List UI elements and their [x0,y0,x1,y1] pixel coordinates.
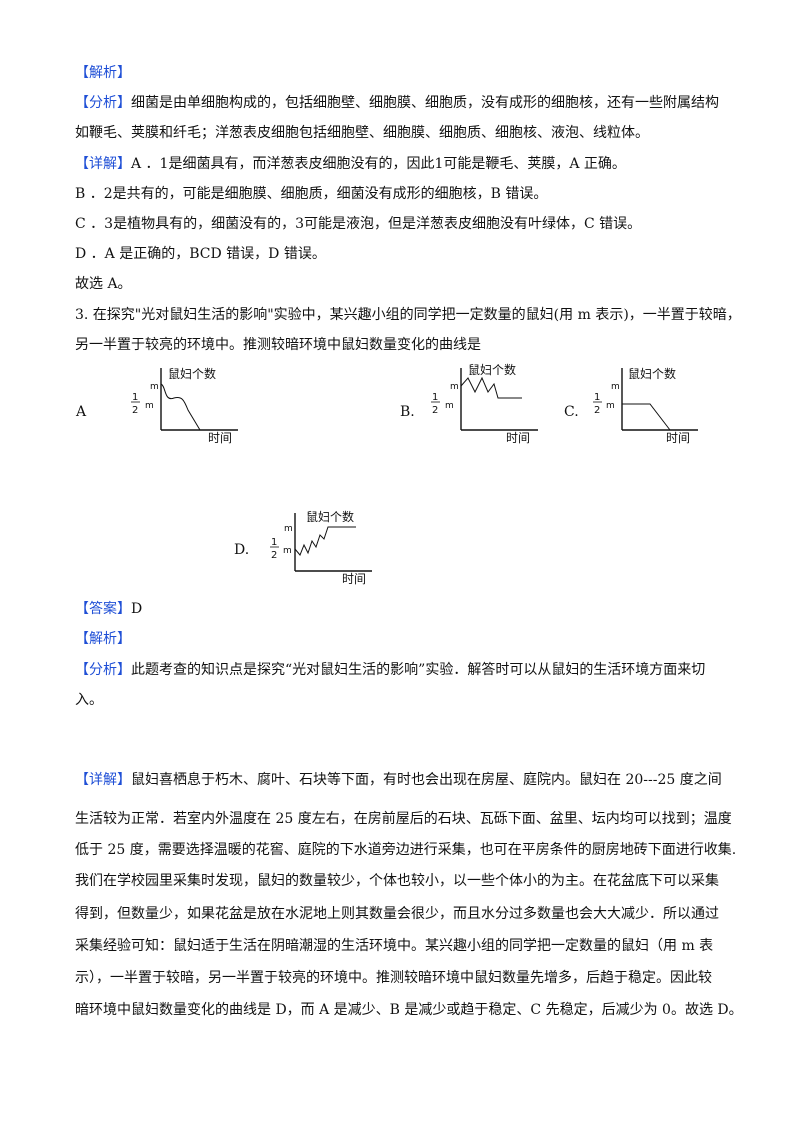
half-m-label: m [445,401,454,411]
detail-line-1: 【详解】鼠妇喜栖息于朽木、腐叶、石块等下面，有时也会出现在房屋、庭院内。鼠妇在 … [75,772,722,788]
detail-line-7: 示），一半置于较暗，另一半置于较亮的环境中。推测较暗环境中鼠妇数量先增多，后趋于… [75,970,712,986]
detail-line-4: 我们在学校园里采集时发现，鼠妇的数量较少，个体也较小，以一些个体小的为主。在花盆… [75,873,719,889]
detail-line-5: 得到，但数量少，如果花盆是放在水泥地上则其数量会很少，而且水分过多数量也会大大减… [75,906,719,922]
half-numerator: 1 [271,537,277,548]
m-tick-label: m [450,382,459,392]
line-detail-c: C ．3是植物具有的，细菌没有的，3可能是液泡，但是洋葱表皮细胞没有叶绿体，C … [75,216,642,232]
answer-line: 【答案】D [75,601,143,617]
line-analysis2-2: 入。 [75,692,103,708]
m-tick-label: m [150,382,159,392]
curve-a [160,383,201,431]
option-d-label: D. [234,542,250,558]
x-axis-label: 时间 [342,572,366,586]
half-denominator: 2 [271,550,277,561]
half-numerator: 1 [432,392,438,403]
option-b-graph: 鼠妇个数 m 1 2 m 时间 [431,362,538,445]
m-tick-label: m [284,524,293,534]
question-3-line-1: 3. 在探究"光对鼠妇生活的影响"实验中，某兴趣小组的同学把一定数量的鼠妇(用 … [75,307,741,323]
half-m-label: m [606,401,615,411]
x-axis-label: 时间 [506,431,530,445]
x-axis-label: 时间 [208,431,232,445]
option-c-graph: 鼠妇个数 m 1 2 m 时间 [593,366,698,445]
detail-line-2: 生活较为正常．若室内外温度在 25 度左右，在房前屋后的石块、瓦砾下面、盆里、坛… [75,811,732,827]
line-detail-b: B ．2是共有的，可能是细胞膜、细胞质，细菌没有成形的细胞核，B 错误。 [75,186,548,202]
line-analysis-1: 【分析】细菌是由单细胞构成的，包括细胞壁、细胞膜、细胞质，没有成形的细胞核，还有… [75,95,719,111]
half-m-label: m [283,546,292,556]
half-denominator: 2 [432,405,438,416]
option-a-graph: 鼠妇个数 m 1 2 m 时间 [131,366,238,445]
line-analysis2-1: 【分析】此题考查的知识点是探究“光对鼠妇生活的影响”实验．解答时可以从鼠妇的生活… [75,662,706,678]
y-axis-label: 鼠妇个数 [628,366,676,381]
curve-c [622,403,671,431]
m-tick-label: m [611,382,620,392]
half-denominator: 2 [594,405,600,416]
detail-line-8: 暗环境中鼠妇数量变化的曲线是 D，而 A 是减少、B 是减少或趋于稳定、C 先稳… [75,1002,743,1018]
half-m-label: m [145,401,154,411]
y-axis-label: 鼠妇个数 [306,509,354,524]
y-axis-label: 鼠妇个数 [468,362,516,377]
option-d-graph: 鼠妇个数 m 1 2 m 时间 [270,509,372,586]
detail-line-3: 低于 25 度，需要选择温暖的花窖、庭院的下水道旁边进行采集，也可在平房条件的厨… [75,842,737,858]
x-axis-label: 时间 [666,431,690,445]
option-b-label: B. [400,404,415,420]
question-3-line-2: 另一半置于较亮的环境中。推测较暗环境中鼠妇数量变化的曲线是 [75,337,481,353]
detail-line-6: 采集经验可知：鼠妇适于生活在阴暗潮湿的生活环境中。某兴趣小组的同学把一定数量的鼠… [75,938,714,954]
half-numerator: 1 [132,392,138,403]
half-denominator: 2 [132,405,138,416]
line-analysis-2: 如鞭毛、荚膜和纤毛；洋葱表皮细胞包括细胞壁、细胞膜、细胞质、细胞核、液泡、线粒体… [75,125,649,141]
half-numerator: 1 [594,392,600,403]
curve-b [460,376,522,399]
line-detail-a: 【详解】A ．1是细菌具有，而洋葱表皮细胞没有的，因此1可能是鞭毛、荚膜，A 正… [75,156,626,172]
option-c-label: C. [564,404,579,420]
curve-d [294,526,356,556]
option-a-label: A [76,404,87,420]
line-analysis-heading: 【解析】 [75,65,131,81]
line-analysis2-heading: 【解析】 [75,631,131,647]
line-detail-d: D ．A 是正确的，BCD 错误，D 错误。 [75,246,326,262]
y-axis-label: 鼠妇个数 [168,366,216,381]
line-choose-a: 故选 A。 [75,276,132,292]
